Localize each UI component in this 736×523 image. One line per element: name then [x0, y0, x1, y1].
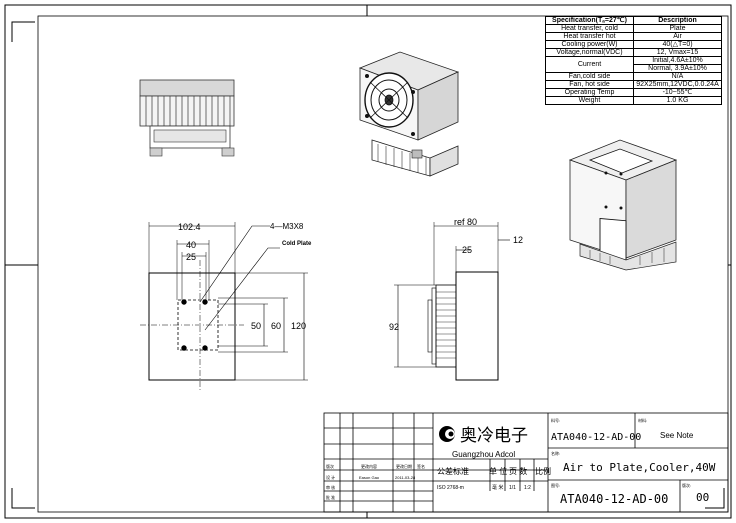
version-value: 00	[696, 491, 709, 504]
spec-label: Operating Temp	[545, 88, 634, 97]
outer-frame	[4, 4, 732, 519]
spec-label: Voltage,normal(VDC)	[545, 48, 634, 57]
front-view-labels: 102.4 40 25 50 60 120 4—M3X8 Cold Plate	[178, 222, 312, 331]
pages-value: 1/1	[509, 485, 516, 491]
rev-header-date: 更改日期	[396, 463, 412, 469]
dim-40: 40	[186, 240, 196, 250]
dim-60: 60	[271, 321, 281, 331]
spec-value: Air	[633, 32, 722, 41]
spec-header-label: Specification(Tₐ=27℃)	[545, 16, 634, 25]
dim-ref-80: ref 80	[454, 217, 477, 227]
spec-row: Cooling power(W) 40(△T=0)	[545, 40, 722, 49]
drawing-no-label: 图号:	[551, 482, 560, 488]
photo-side-view	[139, 79, 235, 157]
spec-row: Operating Temp -10~55℃	[545, 88, 722, 97]
spec-row: Weight 1.0 KG	[545, 96, 722, 105]
title-block	[323, 412, 729, 513]
heatsink-body	[455, 271, 499, 381]
rev-header-version: 版次	[326, 463, 334, 469]
design-date: 2011-03-28	[395, 475, 416, 480]
dim-120: 120	[291, 321, 306, 331]
dim-25-side: 25	[462, 245, 472, 255]
spec-row: Fan, hot side 92X25mm,12VDC,0.0.24A	[545, 80, 722, 89]
part-no-label: 料号:	[551, 417, 560, 423]
spec-value: 1.0 KG	[633, 96, 722, 105]
mount-hole	[202, 299, 208, 305]
spec-row: Fan,cold side N/A	[545, 72, 722, 81]
spec-row: Heat transfer, cold Plate	[545, 24, 722, 33]
company-logo	[439, 426, 455, 442]
name-label: 名称:	[551, 450, 560, 456]
row-review: 审 核	[326, 484, 335, 490]
hole-callout: 4—M3X8	[270, 222, 304, 231]
unit-header: 单 位	[489, 466, 507, 476]
row-approve: 批 准	[326, 494, 335, 500]
fan-block	[435, 284, 457, 368]
spec-value: Normal, 3.9A±10%	[633, 64, 722, 73]
spec-value: 40(△T=0)	[633, 40, 722, 49]
material-label: 材料:	[638, 417, 647, 423]
spec-label: Current	[545, 56, 634, 73]
spec-value: 92X25mm,12VDC,0.0.24A	[633, 80, 722, 89]
dim-92: 92	[389, 322, 399, 332]
spec-label: Fan, hot side	[545, 80, 634, 89]
cold-plate-label: Cold Plate	[282, 241, 312, 247]
spec-value: Plate	[633, 24, 722, 33]
dim-12: 12	[513, 235, 523, 245]
spec-label: Heat transfer, cold	[545, 24, 634, 33]
spec-row: Heat transfer hot Air	[545, 32, 722, 41]
dim-25-front: 25	[186, 252, 196, 262]
side-view-labels: ref 80 12 25 92	[389, 217, 523, 332]
rev-header-content: 更改内容	[361, 463, 377, 469]
mount-hole	[181, 299, 187, 305]
spec-value: 12, Vmax=15	[633, 48, 722, 57]
spec-label: Fan,cold side	[545, 72, 634, 81]
spec-header-row: Specification(Tₐ=27℃) Description	[545, 16, 722, 25]
unit-value: 毫 米	[492, 484, 503, 491]
company-name-cn: 奥冷电子	[460, 426, 528, 445]
spec-value: Initial,4.6A±10%	[633, 56, 722, 65]
dim-50: 50	[251, 321, 261, 331]
photo-cold-plate-iso	[568, 139, 678, 271]
side-view	[394, 222, 510, 381]
tolerance-value: ISO 2768-m	[437, 485, 464, 491]
company-name-en: Guangzhou Adcol	[452, 450, 515, 459]
mount-hole	[181, 345, 187, 351]
zone-marks	[5, 5, 731, 518]
material-value: See Note	[660, 431, 694, 440]
spec-row: Current Initial,4.6A±10%	[545, 56, 722, 73]
scale-value: 1:2	[524, 485, 531, 491]
title-block-text: 奥冷电子 Guangzhou Adcol 公差标准 单 位 页 数 比例 ISO…	[326, 417, 716, 506]
spec-value: N/A	[633, 72, 722, 81]
scale-header: 比例	[535, 466, 551, 476]
spec-row: Voltage,normal(VDC) 12, Vmax=15	[545, 48, 722, 57]
spec-label: Weight	[545, 96, 634, 105]
row-design: 设 计	[326, 474, 335, 480]
spec-label: Cooling power(W)	[545, 40, 634, 49]
base-plate-outline	[148, 272, 236, 381]
spec-label: Heat transfer hot	[545, 32, 634, 41]
drawing-no: ATA040-12-AD-00	[560, 492, 668, 506]
rev-header-sign: 签名	[417, 463, 425, 469]
version-label: 版次:	[682, 482, 691, 488]
spec-header-value: Description	[633, 16, 722, 25]
spec-value: -10~55℃	[633, 88, 722, 97]
pages-header: 页 数	[509, 466, 527, 476]
dim-102-4: 102.4	[178, 222, 201, 232]
specification-table: Specification(Tₐ=27℃) Description Heat t…	[545, 16, 722, 105]
part-name: Air to Plate,Cooler,40W	[563, 461, 716, 474]
tolerance-header: 公差标准	[437, 466, 469, 476]
part-no: ATA040-12-AD-00	[551, 432, 641, 443]
mount-hole	[202, 345, 208, 351]
photo-fan-iso	[358, 51, 460, 177]
designer-name: Eason Gao	[359, 475, 380, 480]
front-view	[140, 222, 308, 392]
